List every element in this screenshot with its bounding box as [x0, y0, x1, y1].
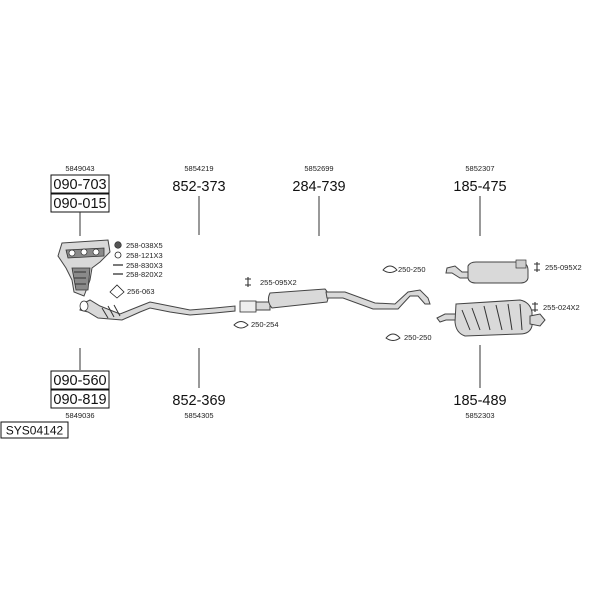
front-pipe-bottom-ref: 5854305: [184, 411, 213, 420]
rubber-mount-icon: [382, 265, 398, 273]
fitting-258-121X3[interactable]: 258-121X3: [126, 251, 163, 260]
code-box-090-819[interactable]: [50, 389, 110, 409]
nut-icon: [114, 241, 122, 249]
centre-fittings: 255-095X2 250-254 250-250 250-250: [233, 265, 432, 342]
rear-silencer-bottom[interactable]: [436, 299, 546, 337]
fitting-256-063[interactable]: 256-063: [127, 287, 155, 296]
clamp-icon: [534, 262, 540, 272]
clamp-icon: [532, 302, 538, 312]
fitting-rear-255-024X2[interactable]: 255-024X2: [543, 303, 580, 312]
manifold-fittings: 258-038X5 258-121X3 258-830X3 258-820X2 …: [109, 241, 163, 299]
manifold-top-code-1[interactable]: 090-703: [53, 177, 106, 193]
gasket-icon: [109, 284, 125, 299]
gasket-ring-icon: [233, 321, 249, 329]
rear-top-code[interactable]: 185-475: [453, 179, 506, 195]
fitting-centre-250-254[interactable]: 250-254: [251, 320, 279, 329]
code-box-090-560[interactable]: [50, 370, 110, 390]
washer-icon: [114, 251, 122, 259]
front-pipe-bottom-code[interactable]: 852-369: [172, 393, 225, 409]
manifold-top-code-2[interactable]: 090-015: [53, 196, 106, 212]
rear-top-ref: 5852307: [465, 164, 494, 173]
centre-silencer-code[interactable]: 284-739: [292, 179, 345, 195]
rear-bottom-code[interactable]: 185-489: [453, 393, 506, 409]
manifold-top-ref: 5849043: [65, 164, 94, 173]
rear-silencer-top[interactable]: [445, 259, 529, 284]
front-pipe-top-code[interactable]: 852-373: [172, 179, 225, 195]
fitting-258-038X5[interactable]: 258-038X5: [126, 241, 163, 250]
code-box-090-703[interactable]: [50, 174, 110, 194]
centre-silencer-ref: 5852699: [304, 164, 333, 173]
fitting-centre-255-095X2[interactable]: 255-095X2: [260, 278, 297, 287]
fitting-258-830X3[interactable]: 258-830X3: [126, 261, 163, 270]
manifold-bottom-code-1[interactable]: 090-560: [53, 373, 106, 389]
fitting-centre-250-250-top[interactable]: 250-250: [398, 265, 426, 274]
manifold-bottom-ref: 5849036: [65, 411, 94, 420]
exhaust-manifold[interactable]: [57, 239, 111, 297]
rubber-mount-icon: [385, 333, 401, 341]
clamp-icon: [245, 277, 251, 287]
fitting-258-820X2[interactable]: 258-820X2: [126, 270, 163, 279]
rear-bottom-ref: 5852303: [465, 411, 494, 420]
fitting-rear-255-095X2[interactable]: 255-095X2: [545, 263, 582, 272]
front-pipe-top-ref: 5854219: [184, 164, 213, 173]
manifold-bottom-code-2[interactable]: 090-819: [53, 392, 106, 408]
centre-silencer[interactable]: [239, 288, 431, 313]
front-pipe[interactable]: [79, 299, 236, 321]
system-code-box: [0, 421, 69, 439]
fitting-centre-250-250-bottom[interactable]: 250-250: [404, 333, 432, 342]
system-code: SYS04142: [6, 424, 64, 438]
